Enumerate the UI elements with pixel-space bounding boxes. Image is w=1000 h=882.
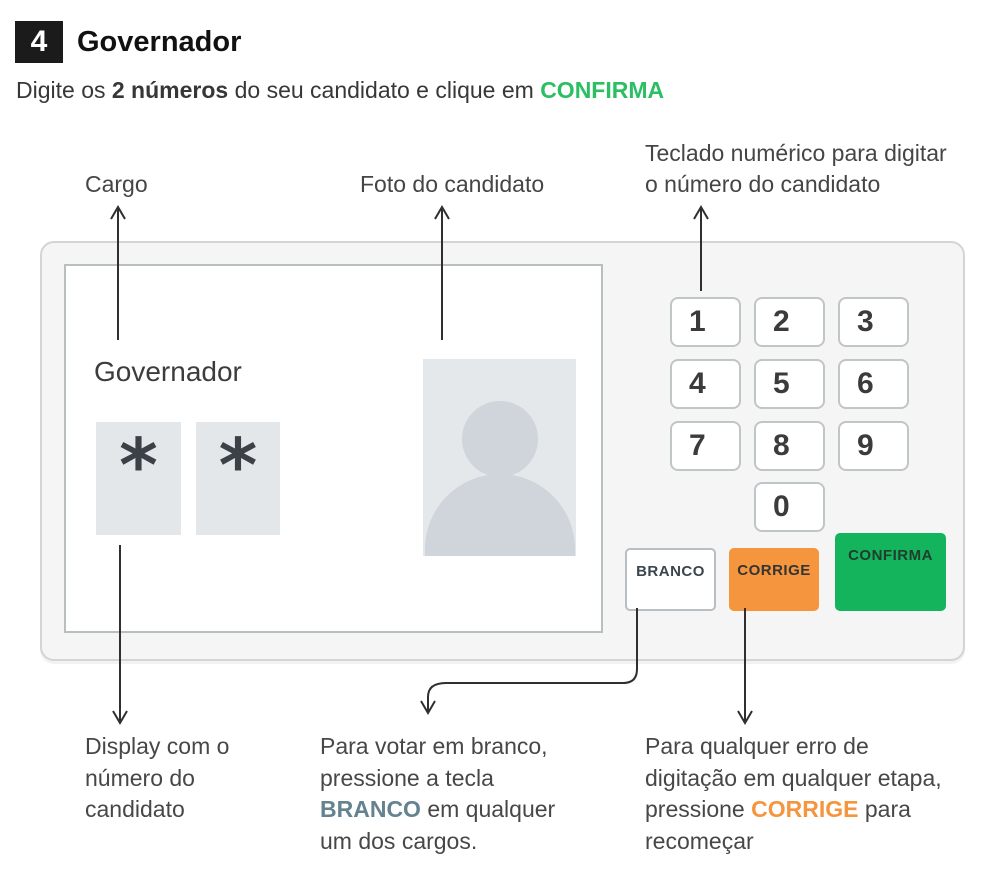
caption-branco-line1: Para votar em branco, <box>320 733 548 759</box>
keypad-key-8[interactable]: 8 <box>754 421 825 471</box>
subtitle-prefix: Digite os <box>16 77 112 103</box>
candidate-photo-placeholder <box>423 359 576 556</box>
corrige-key-word: CORRIGE <box>751 796 859 822</box>
page-title: Governador <box>77 26 242 58</box>
person-silhouette-head <box>461 401 538 477</box>
keypad-key-2[interactable]: 2 <box>754 297 825 347</box>
machine-screen: Governador * * <box>64 264 603 633</box>
corrige-button[interactable]: CORRIGE <box>729 548 819 611</box>
caption-branco-line3: BRANCO em qualquer <box>320 794 555 826</box>
caption-corrige-line2: digitação em qualquer etapa, <box>645 764 942 791</box>
caption-corrige: Para qualquer erro de digitação em qualq… <box>645 731 942 857</box>
step-number: 4 <box>30 25 48 58</box>
callout-foto-candidato: Foto do candidato <box>360 171 545 197</box>
keypad-key-0[interactable]: 0 <box>754 482 825 532</box>
caption-branco-line4: um dos cargos. <box>320 827 478 854</box>
caption-corrige-line3: pressione CORRIGE para <box>645 794 942 826</box>
caption-corrige-line4: recomeçar <box>645 827 754 854</box>
keypad-key-4[interactable]: 4 <box>670 359 741 409</box>
digit-placeholder-1: * <box>119 423 158 509</box>
person-silhouette-shoulders <box>424 474 575 556</box>
callout-teclado-numerico: Teclado numérico para digitar o número d… <box>645 140 947 197</box>
branco-key-word: BRANCO <box>320 796 421 822</box>
branco-button[interactable]: BRANCO <box>625 548 716 611</box>
office-label: Governador <box>94 356 242 387</box>
voting-machine-panel: Governador * * 1 2 3 4 5 6 7 8 9 0 BRANC… <box>40 241 965 661</box>
digit-placeholder-2: * <box>218 423 258 509</box>
keypad-key-9[interactable]: 9 <box>838 421 909 471</box>
keypad-key-1[interactable]: 1 <box>670 297 741 347</box>
digit-box-2: * <box>196 422 280 535</box>
caption-corrige-line1: Para qualquer erro de <box>645 733 869 759</box>
subtitle-confirma-word: CONFIRMA <box>540 77 665 103</box>
caption-branco-line2: pressione a tecla <box>320 764 494 791</box>
caption-branco-line3-rest: em qualquer <box>420 796 556 822</box>
subtitle-middle: do seu candidato e clique em <box>228 77 541 103</box>
caption-branco: Para votar em branco, pressione a tecla … <box>320 731 555 857</box>
caption-corrige-line3-rest: para <box>858 796 911 822</box>
keypad-key-5[interactable]: 5 <box>754 359 825 409</box>
caption-corrige-line3-pre: pressione <box>645 796 752 822</box>
digit-box-1: * <box>96 422 181 535</box>
callout-cargo: Cargo <box>85 171 148 197</box>
subtitle-bold-numbers: 2 números <box>111 77 229 103</box>
caption-display: Display com o número do candidato <box>85 733 230 822</box>
keypad-key-3[interactable]: 3 <box>838 297 909 347</box>
confirma-button[interactable]: CONFIRMA <box>835 533 946 611</box>
keypad-key-6[interactable]: 6 <box>838 359 909 409</box>
instruction-subtitle: Digite os 2 números do seu candidato e c… <box>16 77 664 104</box>
keypad-key-7[interactable]: 7 <box>670 421 741 471</box>
step-number-badge: 4 <box>15 21 63 63</box>
